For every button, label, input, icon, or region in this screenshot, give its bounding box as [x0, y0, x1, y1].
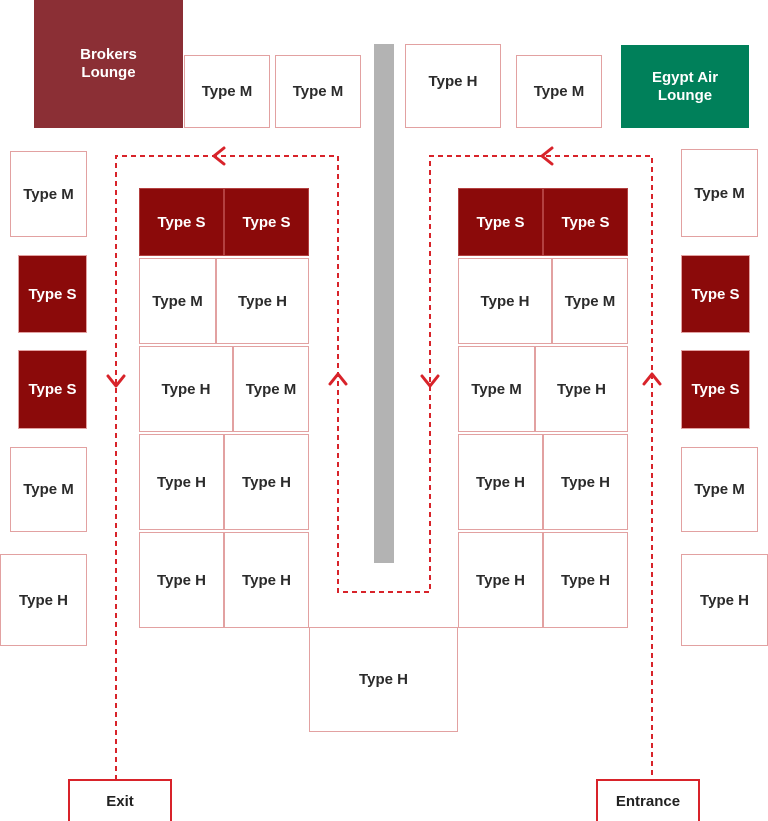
booth-label: Type H: [476, 571, 525, 589]
booth-label: Type S: [28, 285, 77, 303]
booth-label: Type H: [359, 671, 408, 688]
booth-label: Type S: [691, 381, 740, 398]
booth[interactable]: Type S: [543, 188, 628, 256]
arrow-up-icon: [328, 372, 348, 386]
booth[interactable]: Type M: [10, 151, 87, 237]
booth[interactable]: Type M: [681, 149, 758, 237]
booth[interactable]: Type M: [516, 55, 602, 128]
booth[interactable]: Type H: [224, 434, 309, 530]
booth[interactable]: Type S: [458, 188, 543, 256]
booth[interactable]: Type H: [139, 532, 224, 628]
booth[interactable]: Type S: [224, 188, 309, 256]
booth[interactable]: Type H: [458, 258, 552, 344]
booth[interactable]: Type M: [552, 258, 628, 344]
booth-label: Type M: [201, 83, 253, 100]
booth[interactable]: Type H: [543, 532, 628, 628]
booth-label: Type M: [245, 380, 297, 398]
booth-label: Type M: [533, 83, 585, 100]
arrow-up-icon: [642, 372, 662, 386]
entrance-label: Entrance: [615, 792, 681, 810]
booth-label: Type M: [694, 184, 745, 202]
egyptair-lounge-line1: Egypt Air: [651, 68, 719, 86]
entrance-gate[interactable]: Entrance: [596, 779, 700, 821]
booth[interactable]: Type M: [10, 447, 87, 532]
booth-label: Type H: [428, 73, 478, 90]
booth-label: Type H: [157, 571, 206, 589]
booth[interactable]: Type H: [681, 554, 768, 646]
booth-label: Type S: [476, 213, 525, 231]
central-walkway: [374, 44, 394, 563]
brokers-lounge-line1: Brokers: [80, 46, 137, 63]
booth-label: Type H: [561, 473, 610, 491]
booth-label: Type S: [691, 285, 740, 303]
brokers-lounge-line2: Lounge: [81, 64, 136, 81]
booth-label: Type H: [700, 591, 749, 609]
booth[interactable]: Type H: [139, 434, 224, 530]
arrow-down-icon: [420, 374, 440, 388]
booth-label: Type S: [242, 213, 291, 231]
arrow-left-icon: [212, 146, 226, 166]
booth[interactable]: Type H: [458, 532, 543, 628]
arrow-left-icon: [540, 146, 554, 166]
booth-label: Type H: [557, 380, 606, 398]
brokers-lounge[interactable]: Brokers Lounge: [34, 0, 183, 128]
booth[interactable]: Type H: [309, 627, 458, 732]
booth-label: Type H: [161, 380, 211, 398]
booth-label: Type M: [23, 481, 74, 498]
booth-label: Type H: [238, 292, 287, 310]
booth[interactable]: Type H: [405, 44, 501, 128]
booth-label: Type S: [561, 213, 610, 231]
exit-label: Exit: [106, 792, 134, 810]
booth[interactable]: Type S: [681, 255, 750, 333]
booth-label: Type H: [242, 571, 291, 589]
booth-label: Type M: [23, 185, 74, 203]
booth-label: Type M: [564, 292, 616, 310]
egyptair-lounge-line2: Lounge: [657, 86, 713, 104]
booth[interactable]: Type H: [0, 554, 87, 646]
booth[interactable]: Type M: [458, 346, 535, 432]
booth-label: Type H: [19, 591, 68, 609]
arrow-down-icon: [106, 374, 126, 388]
booth[interactable]: Type S: [681, 350, 750, 429]
booth-label: Type H: [561, 571, 610, 589]
booth[interactable]: Type H: [458, 434, 543, 530]
booth-label: Type M: [471, 380, 522, 398]
booth[interactable]: Type M: [275, 55, 361, 128]
booth-label: Type M: [152, 292, 203, 310]
booth-label: Type M: [292, 83, 344, 100]
booth-label: Type H: [157, 473, 206, 491]
booth[interactable]: Type H: [224, 532, 309, 628]
booth[interactable]: Type H: [139, 346, 233, 432]
booth[interactable]: Type S: [18, 350, 87, 429]
booth-label: Type H: [480, 292, 530, 310]
booth[interactable]: Type M: [139, 258, 216, 344]
booth-label: Type S: [157, 213, 206, 231]
booth[interactable]: Type S: [18, 255, 87, 333]
egyptair-lounge[interactable]: Egypt Air Lounge: [621, 45, 749, 128]
booth[interactable]: Type M: [233, 346, 309, 432]
booth[interactable]: Type M: [681, 447, 758, 532]
booth-label: Type M: [694, 481, 745, 498]
booth-label: Type H: [242, 473, 291, 491]
booth[interactable]: Type H: [216, 258, 309, 344]
booth-label: Type H: [476, 473, 525, 491]
booth[interactable]: Type H: [543, 434, 628, 530]
exit-route-path: [115, 155, 653, 780]
booth-label: Type S: [28, 381, 77, 398]
booth[interactable]: Type M: [184, 55, 270, 128]
booth[interactable]: Type S: [139, 188, 224, 256]
exit-gate[interactable]: Exit: [68, 779, 172, 821]
booth[interactable]: Type H: [535, 346, 628, 432]
